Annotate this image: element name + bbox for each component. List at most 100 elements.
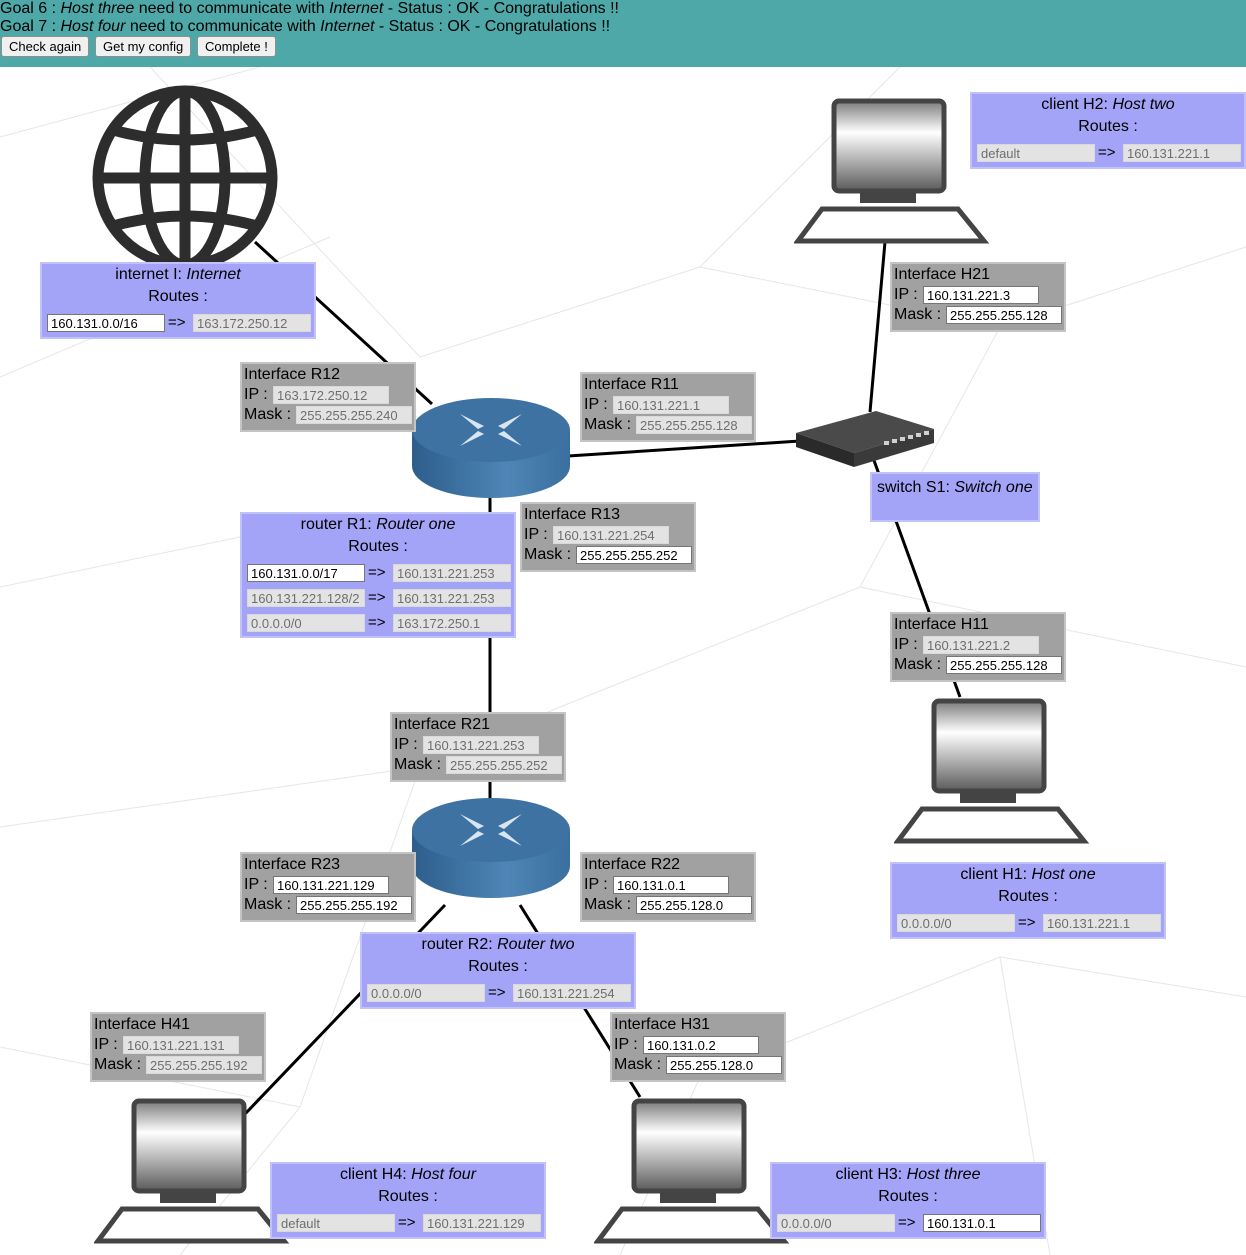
mask-input[interactable] — [146, 1056, 262, 1074]
route-gateway-input[interactable] — [393, 564, 511, 582]
network-canvas: internet I: Internet Routes : => client … — [0, 67, 1246, 1255]
ip-label: IP : — [614, 1036, 638, 1053]
route-dest-input[interactable] — [277, 1214, 395, 1232]
interface-panel-r11: Interface R11 IP : Mask : — [580, 372, 756, 442]
computer-h4-icon[interactable] — [94, 1097, 290, 1245]
route-gateway-input[interactable] — [513, 984, 631, 1002]
interface-title: Interface H31 — [614, 1016, 711, 1033]
switch-s1-icon[interactable] — [792, 407, 938, 471]
route-gateway-input[interactable] — [393, 614, 511, 632]
ip-input[interactable] — [613, 396, 729, 414]
computer-h1-icon[interactable] — [894, 697, 1090, 845]
node-panel-h4: client H4: Host four Routes : => — [270, 1162, 546, 1239]
route-dest-input[interactable] — [247, 589, 365, 607]
routes-label: Routes : — [468, 958, 528, 975]
ip-label: IP : — [244, 386, 268, 403]
mask-input[interactable] — [946, 656, 1062, 674]
routes-label: Routes : — [878, 1188, 938, 1205]
mask-label: Mask : — [394, 756, 442, 773]
ip-input[interactable] — [123, 1036, 239, 1054]
route-dest-input[interactable] — [897, 914, 1015, 932]
route-dest-input[interactable] — [777, 1214, 895, 1232]
node-panel-r2: router R2: Router two Routes : => — [360, 932, 636, 1009]
interface-panel-h31: Interface H31 IP : Mask : — [610, 1012, 786, 1082]
mask-label: Mask : — [244, 896, 292, 913]
ip-input[interactable] — [613, 876, 729, 894]
route-gateway-input[interactable] — [423, 1214, 541, 1232]
ip-label: IP : — [894, 636, 918, 653]
router-r1-icon[interactable] — [408, 392, 574, 504]
route-arrow: => — [898, 1214, 916, 1231]
route-gateway-input[interactable] — [1043, 914, 1161, 932]
routes-label: Routes : — [148, 288, 208, 305]
node-title: router R2: Router two — [421, 936, 575, 953]
route-arrow: => — [1018, 914, 1036, 931]
ip-input[interactable] — [553, 526, 669, 544]
route-dest-input[interactable] — [47, 314, 165, 332]
goals-header: Goal 6 : Host three need to communicate … — [0, 0, 1246, 67]
interface-title: Interface R12 — [244, 366, 341, 383]
mask-input[interactable] — [666, 1056, 782, 1074]
ip-input[interactable] — [423, 736, 539, 754]
mask-label: Mask : — [584, 416, 632, 433]
route-arrow: => — [398, 1214, 416, 1231]
interface-title: Interface H11 — [894, 616, 989, 633]
ip-label: IP : — [94, 1036, 118, 1053]
mask-label: Mask : — [584, 896, 632, 913]
computer-h2-icon[interactable] — [794, 97, 990, 245]
route-arrow: => — [368, 614, 386, 631]
ip-input[interactable] — [273, 386, 389, 404]
route-dest-input[interactable] — [247, 614, 365, 632]
complete-button[interactable]: Complete ! — [197, 36, 276, 57]
route-dest-input[interactable] — [367, 984, 485, 1002]
route-gateway-input[interactable] — [923, 1214, 1041, 1232]
interface-panel-r13: Interface R13 IP : Mask : — [520, 502, 696, 572]
ip-label: IP : — [524, 526, 548, 543]
interface-title: Interface R23 — [244, 856, 341, 873]
mask-input[interactable] — [636, 416, 752, 434]
ip-label: IP : — [244, 876, 268, 893]
mask-input[interactable] — [946, 306, 1062, 324]
ip-input[interactable] — [923, 636, 1039, 654]
interface-panel-h41: Interface H41 IP : Mask : — [90, 1012, 266, 1082]
mask-input[interactable] — [296, 406, 412, 424]
check-again-button[interactable]: Check again — [1, 36, 90, 57]
interface-title: Interface H41 — [94, 1016, 191, 1033]
ip-label: IP : — [584, 876, 608, 893]
mask-input[interactable] — [446, 756, 562, 774]
interface-panel-r12: Interface R12 IP : Mask : — [240, 362, 416, 432]
route-dest-input[interactable] — [977, 144, 1095, 162]
interface-title: Interface R22 — [584, 856, 681, 873]
mask-label: Mask : — [894, 306, 942, 323]
route-arrow: => — [168, 314, 186, 331]
mask-input[interactable] — [576, 546, 692, 564]
interface-panel-r23: Interface R23 IP : Mask : — [240, 852, 416, 922]
routes-label: Routes : — [1078, 118, 1138, 135]
route-gateway-input[interactable] — [193, 314, 311, 332]
node-title: client H4: Host four — [339, 1166, 477, 1183]
mask-input[interactable] — [296, 896, 412, 914]
node-panel-r1: router R1: Router one Routes : => => => — [240, 512, 516, 638]
node-panel-internet: internet I: Internet Routes : => — [40, 262, 316, 339]
interface-title: Interface H21 — [894, 266, 991, 283]
route-arrow: => — [368, 589, 386, 606]
computer-h3-icon[interactable] — [594, 1097, 790, 1245]
interface-title: Interface R11 — [584, 376, 679, 393]
route-gateway-input[interactable] — [1123, 144, 1241, 162]
interface-title: Interface R13 — [524, 506, 621, 523]
ip-label: IP : — [394, 736, 418, 753]
routes-label: Routes : — [348, 538, 408, 555]
ip-input[interactable] — [643, 1036, 759, 1054]
interface-panel-h11: Interface H11 IP : Mask : — [890, 612, 1066, 682]
ip-input[interactable] — [923, 286, 1039, 304]
internet-globe-icon — [92, 85, 278, 271]
mask-label: Mask : — [244, 406, 292, 423]
route-dest-input[interactable] — [247, 564, 365, 582]
ip-label: IP : — [584, 396, 608, 413]
ip-input[interactable] — [273, 876, 389, 894]
route-gateway-input[interactable] — [393, 589, 511, 607]
get-config-button[interactable]: Get my config — [95, 36, 192, 57]
node-title: internet I: Internet — [115, 266, 241, 283]
mask-input[interactable] — [636, 896, 752, 914]
router-r2-icon[interactable] — [408, 792, 574, 904]
